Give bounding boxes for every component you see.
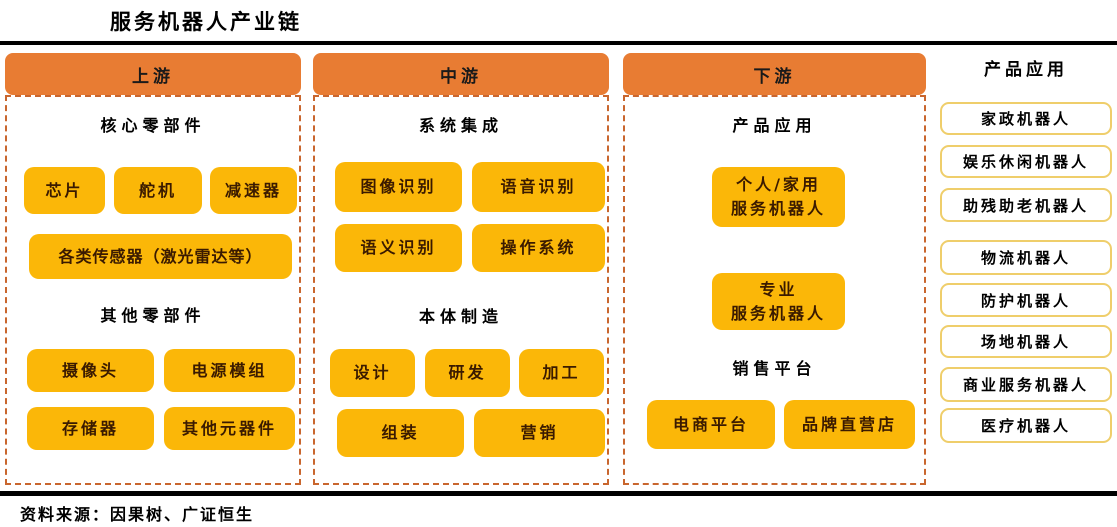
box-image-recognition: 图像识别 [335,162,462,212]
column-upstream: 上游 核心零部件 芯片 舵机 减速器 各类传感器（激光雷达等） 其他零部件 摄像… [5,53,301,485]
box-professional-service-robot: 专业 服务机器人 [712,273,845,330]
panel-item-field-robot: 场地机器人 [940,325,1112,358]
box-assembly: 组装 [337,409,464,457]
box-processing: 加工 [519,349,604,397]
column-downstream-header: 下游 [623,53,926,95]
box-memory: 存储器 [27,407,154,450]
section-heading-body-manufacturing: 本体制造 [418,307,503,326]
column-upstream-body: 核心零部件 芯片 舵机 减速器 各类传感器（激光雷达等） 其他零部件 摄像头 电… [5,95,301,485]
section-heading-other-components: 其他零部件 [100,306,206,325]
box-semantic-recognition: 语义识别 [335,224,462,272]
box-servo: 舵机 [114,167,202,214]
section-heading-product-application: 产品应用 [732,116,817,135]
column-midstream-body: 系统集成 图像识别 语音识别 语义识别 操作系统 本体制造 设计 研发 加工 组… [313,95,609,485]
box-power-module: 电源模组 [164,349,295,392]
panel-item-logistics-robot: 物流机器人 [940,240,1112,275]
box-chip: 芯片 [24,167,105,214]
box-voice-recognition: 语音识别 [472,162,605,212]
right-panel-title: 产品应用 [984,60,1068,80]
panel-item-commercial-service-robot: 商业服务机器人 [940,367,1112,402]
box-brand-store: 品牌直营店 [784,400,915,449]
column-midstream-header: 中游 [313,53,609,95]
column-midstream: 中游 系统集成 图像识别 语音识别 语义识别 操作系统 本体制造 设计 研发 加… [313,53,609,485]
column-upstream-header: 上游 [5,53,301,95]
page-title: 服务机器人产业链 [110,9,302,34]
panel-item-elderly-assist-robot: 助残助老机器人 [940,188,1112,222]
top-divider [0,41,1117,45]
panel-item-housekeeping-robot: 家政机器人 [940,102,1112,135]
box-camera: 摄像头 [27,349,154,392]
panel-item-entertainment-robot: 娱乐休闲机器人 [940,145,1112,178]
box-rd: 研发 [425,349,510,397]
column-downstream-body: 产品应用 个人/家用 服务机器人 专业 服务机器人 销售平台 电商平台 品牌直营… [623,95,926,485]
box-other-parts: 其他元器件 [164,407,295,450]
box-design: 设计 [330,349,415,397]
section-heading-core-components: 核心零部件 [100,116,206,135]
box-reducer: 减速器 [210,167,297,214]
box-ecommerce-platform: 电商平台 [647,400,775,449]
box-marketing: 营销 [474,409,605,457]
source-note: 资料来源：因果树、广证恒生 [20,505,255,524]
panel-item-medical-robot: 医疗机器人 [940,408,1112,443]
column-downstream: 下游 产品应用 个人/家用 服务机器人 专业 服务机器人 销售平台 电商平台 品… [623,53,926,485]
bottom-divider [0,491,1117,496]
section-heading-sales-platform: 销售平台 [732,359,817,378]
box-operating-system: 操作系统 [472,224,605,272]
box-sensors: 各类传感器（激光雷达等） [29,234,292,279]
section-heading-system-integration: 系统集成 [418,116,503,135]
box-personal-home-service-robot: 个人/家用 服务机器人 [712,167,845,227]
panel-item-protection-robot: 防护机器人 [940,283,1112,317]
